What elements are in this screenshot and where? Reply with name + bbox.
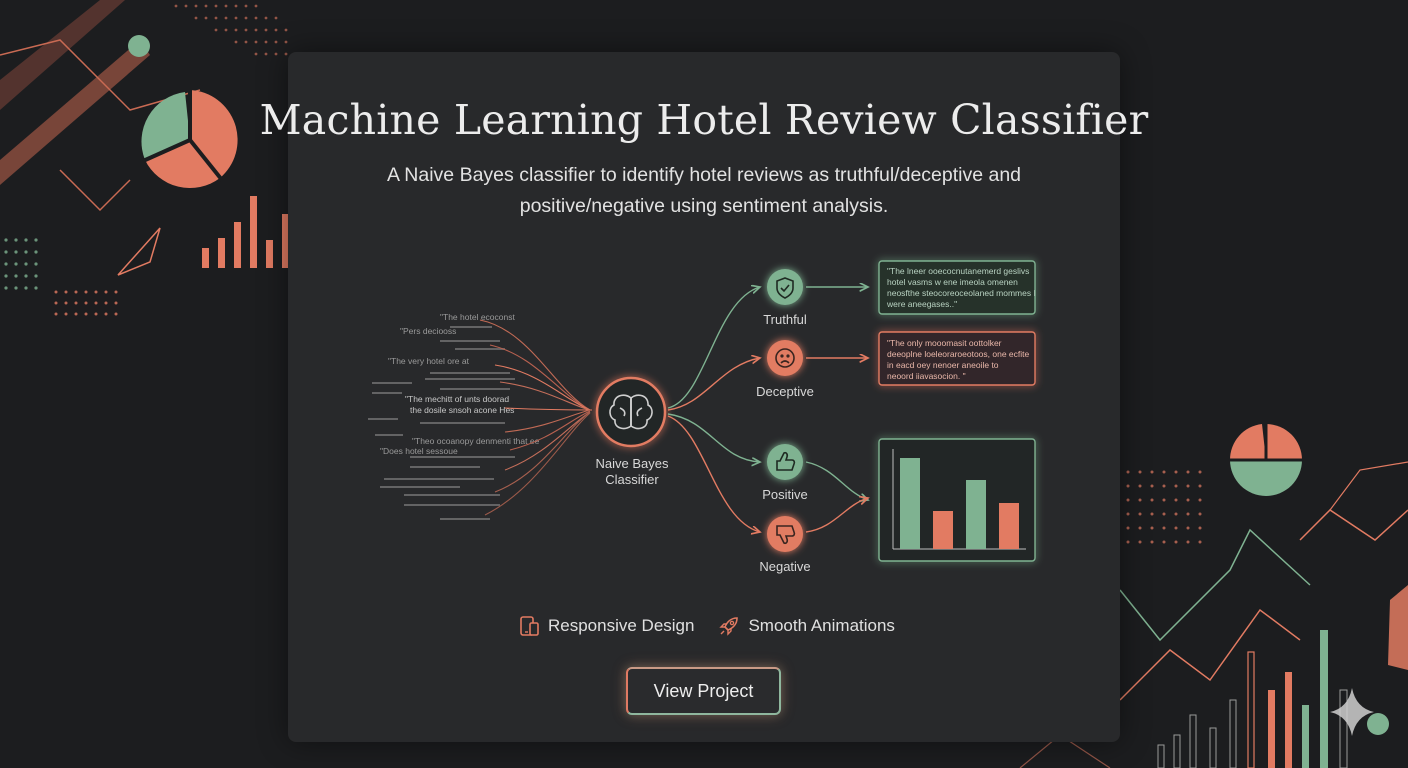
project-title: Machine Learning Hotel Review Classifier bbox=[259, 96, 1149, 144]
bg-line bbox=[1299, 509, 1408, 541]
deceptive-excerpt-line: neoord iiavasocion. " bbox=[887, 371, 966, 381]
truthful-node bbox=[767, 269, 803, 305]
bg-shape bbox=[1388, 585, 1408, 670]
project-card bbox=[288, 52, 1120, 742]
review-snippet: "Pers deciooss bbox=[400, 326, 456, 336]
positive-node bbox=[767, 444, 803, 480]
input-flow-lines bbox=[479, 319, 593, 516]
bg-line bbox=[1119, 528, 1311, 642]
deceptive-excerpt-line: "The only mooomasit oottolker bbox=[887, 338, 1002, 348]
bg-triangle bbox=[117, 227, 161, 276]
feature-responsive-design: Responsive Design bbox=[518, 615, 694, 637]
positive-label: Positive bbox=[762, 487, 808, 502]
bg-line bbox=[1119, 608, 1301, 701]
deceptive-excerpt-line: deeoplne loeleoraroeotoos, one ecfite bbox=[887, 349, 1030, 359]
bg-stripe bbox=[0, 0, 125, 110]
bg-dot-green bbox=[128, 35, 150, 57]
classifier-label-line1: Naive Bayes bbox=[596, 456, 669, 471]
feature-label: Responsive Design bbox=[548, 616, 695, 635]
bg-bar-chart bbox=[1157, 630, 1348, 768]
deceptive-excerpt-box: "The only mooomasit oottolker deeoplne l… bbox=[878, 331, 1036, 386]
bg-bar-chart bbox=[202, 196, 288, 268]
review-snippet: the dosile snsoh acone Hes bbox=[410, 405, 514, 415]
feature-label: Smooth Animations bbox=[748, 616, 895, 635]
bg-dot-grid bbox=[54, 290, 118, 316]
review-snippet: "Theo ocoanopy denmenti that ee bbox=[412, 436, 540, 446]
truthful-label: Truthful bbox=[763, 312, 807, 327]
review-snippet: "The hotel ecoconst bbox=[440, 312, 515, 322]
bg-pie-chart bbox=[141, 88, 238, 189]
brain-icon bbox=[609, 394, 653, 430]
result-bar bbox=[999, 503, 1019, 549]
rocket-icon bbox=[719, 617, 739, 636]
review-snippet: "The very hotel ore at bbox=[388, 356, 470, 366]
thumbs-down-icon bbox=[776, 525, 796, 545]
sparkle-icon bbox=[1330, 688, 1374, 736]
truthful-excerpt-line: "The lneer ooecocnutanemerd geslivs bbox=[887, 266, 1029, 276]
feature-smooth-animations: Smooth Animations bbox=[718, 615, 895, 637]
bg-dot-grid bbox=[4, 238, 38, 290]
shield-check-icon bbox=[776, 277, 794, 299]
result-bar-chart bbox=[878, 438, 1036, 562]
sad-face-icon bbox=[775, 348, 795, 368]
deceptive-node bbox=[767, 340, 803, 376]
truthful-excerpt-box: "The lneer ooecocnutanemerd geslivs hote… bbox=[878, 260, 1036, 315]
truthful-excerpt-line: hotel vasms w ene imeola omenen bbox=[887, 277, 1018, 287]
features-row: Responsive Design Smooth Animations bbox=[518, 612, 898, 640]
bg-dot-green bbox=[1367, 713, 1389, 735]
result-bar bbox=[966, 480, 986, 549]
truthful-excerpt-line: neosfthe steocoreoceolaned mommes I bbox=[887, 288, 1036, 298]
negative-label: Negative bbox=[759, 559, 810, 574]
bg-dot-grid bbox=[174, 4, 288, 56]
bg-dot-grid bbox=[1126, 470, 1202, 544]
review-snippet: "Does hotel sessoue bbox=[380, 446, 458, 456]
responsive-device-icon bbox=[520, 616, 539, 636]
review-snippet-scribbles bbox=[368, 326, 515, 520]
project-description: A Naive Bayes classifier to identify hot… bbox=[386, 164, 1022, 217]
deceptive-excerpt-line: in eacd oey nenoer aneoile to bbox=[887, 360, 999, 370]
bg-line bbox=[59, 169, 131, 212]
classifier-node bbox=[595, 376, 667, 448]
output-flow-lines bbox=[667, 287, 868, 532]
deceptive-label: Deceptive bbox=[756, 384, 814, 399]
bg-pie-chart bbox=[1229, 422, 1304, 496]
result-bar bbox=[900, 458, 920, 549]
bg-line bbox=[1329, 461, 1408, 511]
negative-node bbox=[767, 516, 803, 552]
bg-stripe bbox=[0, 40, 150, 185]
classifier-label-line2: Classifier bbox=[605, 472, 659, 487]
view-project-button[interactable]: View Project bbox=[626, 667, 781, 715]
review-snippets: "The hotel ecoconst "Pers deciooss "The … bbox=[368, 312, 540, 520]
thumbs-up-icon bbox=[776, 451, 796, 471]
review-snippet: "The mechitt of unts doorad bbox=[405, 394, 509, 404]
result-bar bbox=[933, 511, 953, 549]
truthful-excerpt-line: were aneegases.." bbox=[886, 299, 957, 309]
